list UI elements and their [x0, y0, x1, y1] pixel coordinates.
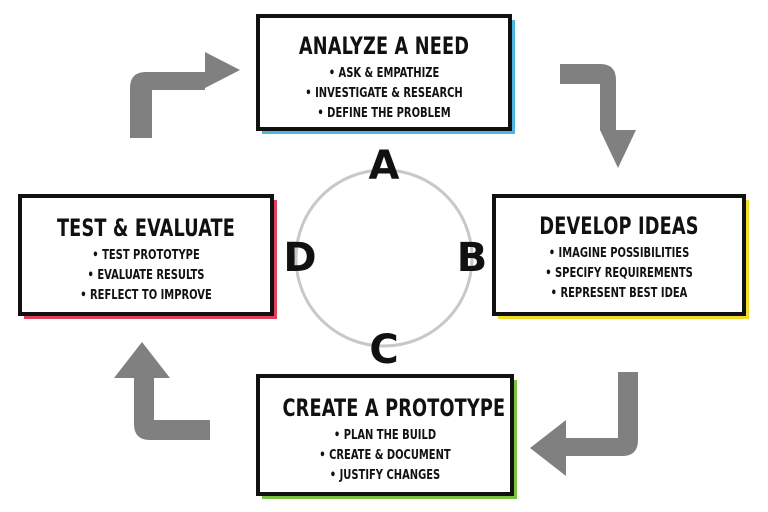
- analyze-need-list: ASK & EMPATHIZE INVESTIGATE & RESEARCH D…: [260, 64, 508, 124]
- test-evaluate-title: TEST & EVALUATE: [56, 214, 236, 242]
- create-prototype-card: CREATE A PROTOTYPE PLAN THE BUILD CREATE…: [256, 374, 517, 499]
- letter-a: A: [368, 143, 400, 189]
- develop-ideas-title: DEVELOP IDEAS: [539, 212, 699, 240]
- analyze-need-title: ANALYZE A NEED: [298, 32, 470, 60]
- list-item: REPRESENT BEST IDEA: [514, 284, 723, 304]
- analyze-need-card: ANALYZE A NEED ASK & EMPATHIZE INVESTIGA…: [256, 14, 515, 134]
- list-item: REFLECT TO IMPROVE: [41, 286, 252, 306]
- arrow-left-up-icon: [114, 342, 210, 440]
- test-evaluate-card: TEST & EVALUATE TEST PROTOTYPE EVALUATE …: [18, 194, 277, 319]
- list-item: CREATE & DOCUMENT: [279, 446, 492, 466]
- list-item: TEST PROTOTYPE: [41, 246, 252, 266]
- arrow-top-right-icon: [130, 52, 240, 138]
- develop-ideas-list: IMAGINE POSSIBILITIES SPECIFY REQUIREMEN…: [496, 244, 742, 304]
- develop-ideas-card: DEVELOP IDEAS IMAGINE POSSIBILITIES SPEC…: [492, 194, 749, 319]
- list-item: ASK & EMPATHIZE: [279, 64, 490, 84]
- letter-d: D: [283, 235, 317, 281]
- arrow-bottom-left-icon: [530, 372, 638, 476]
- letter-b: B: [456, 235, 488, 281]
- create-prototype-title: CREATE A PROTOTYPE: [282, 394, 506, 422]
- list-item: IMAGINE POSSIBILITIES: [514, 244, 723, 264]
- list-item: JUSTIFY CHANGES: [279, 466, 492, 486]
- list-item: SPECIFY REQUIREMENTS: [514, 264, 723, 284]
- list-item: INVESTIGATE & RESEARCH: [279, 84, 490, 104]
- arrow-right-down-icon: [560, 64, 636, 168]
- create-prototype-list: PLAN THE BUILD CREATE & DOCUMENT JUSTIFY…: [260, 426, 510, 486]
- cycle-circle: [294, 168, 474, 348]
- test-evaluate-list: TEST PROTOTYPE EVALUATE RESULTS REFLECT …: [22, 246, 270, 306]
- list-item: DEFINE THE PROBLEM: [279, 104, 490, 124]
- list-item: EVALUATE RESULTS: [41, 266, 252, 286]
- list-item: PLAN THE BUILD: [279, 426, 492, 446]
- letter-c: C: [369, 327, 399, 373]
